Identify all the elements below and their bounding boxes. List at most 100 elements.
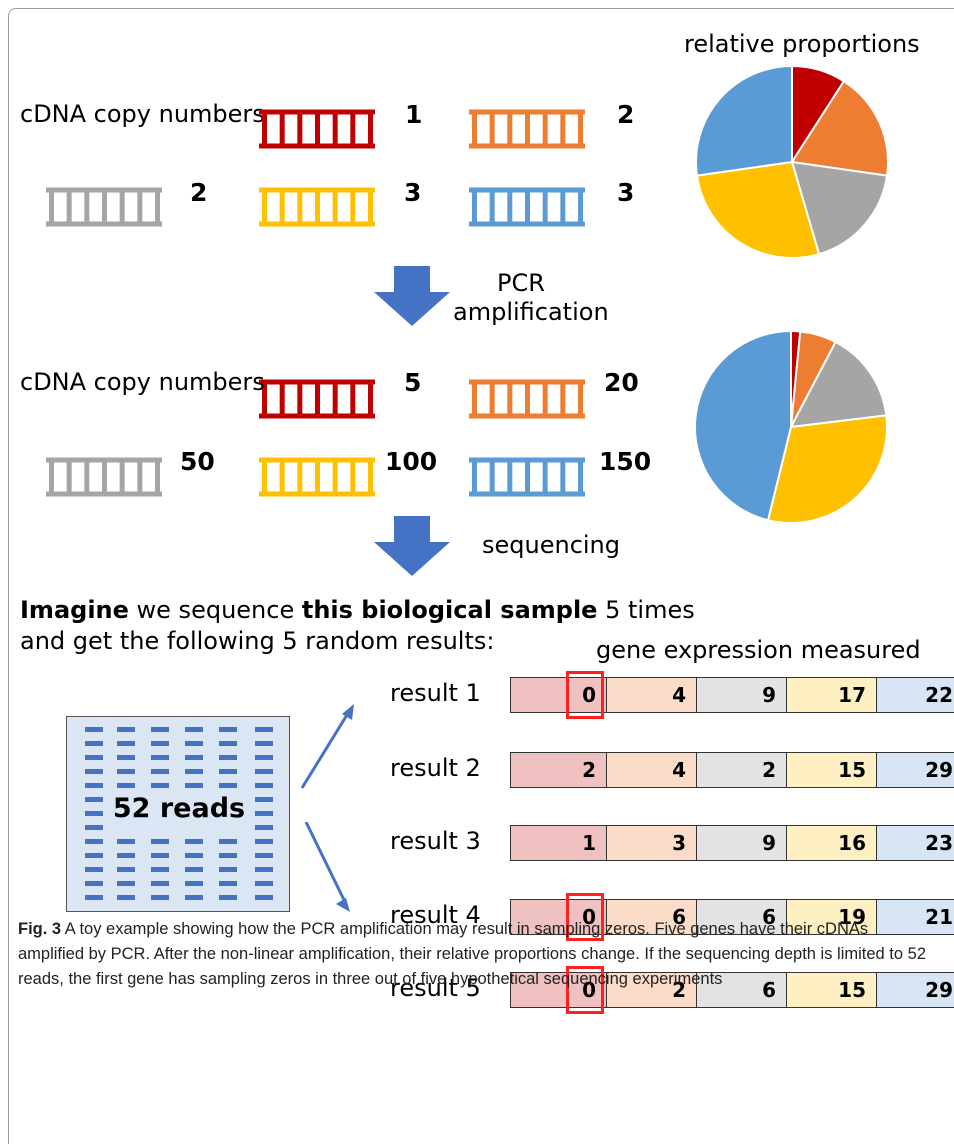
read-dash (151, 727, 169, 732)
sample-bold: this biological sample (301, 596, 598, 624)
result-cell: 4 (607, 753, 697, 787)
read-dash (85, 783, 103, 788)
caption-text: A toy example showing how the PCR amplif… (18, 920, 926, 988)
read-dash (85, 839, 103, 844)
read-dash (117, 727, 135, 732)
cdna-ladder-icon (259, 457, 375, 497)
result-cell: 6 (607, 900, 697, 934)
read-dash (255, 797, 273, 802)
read-dash (185, 769, 203, 774)
imagine-line-1: Imagine we sequence this biological samp… (20, 596, 695, 624)
cdna-ladder-icon (469, 379, 585, 419)
cdna-ladder-icon (469, 109, 585, 149)
amplification-label: amplification (453, 298, 609, 326)
read-dash (185, 741, 203, 746)
read-dash (151, 755, 169, 760)
result-cell: 2 (607, 973, 697, 1007)
zero-highlight-box (566, 671, 604, 719)
pcr-label: PCR (497, 269, 545, 297)
result-label: result 4 (390, 901, 481, 929)
sequencing-label: sequencing (482, 531, 620, 559)
read-dash (151, 867, 169, 872)
read-dash (117, 769, 135, 774)
result-cell: 0 (511, 900, 607, 934)
read-dash (219, 783, 237, 788)
read-dash (255, 853, 273, 858)
read-dash (85, 825, 103, 830)
read-dash (85, 769, 103, 774)
read-dash (151, 741, 169, 746)
cdna-ladder-icon (46, 457, 162, 497)
read-dash (219, 895, 237, 900)
figure-frame (8, 8, 954, 1144)
result-cell: 17 (787, 678, 877, 712)
read-dash (185, 895, 203, 900)
result-cell: 6 (697, 900, 787, 934)
pie-slice (790, 79, 889, 177)
read-dash (255, 769, 273, 774)
read-dash (117, 867, 135, 872)
result-cell: 0 (511, 973, 607, 1007)
cdna-ladder-icon (259, 379, 375, 419)
read-dash (219, 741, 237, 746)
count-top-1: 1 (405, 100, 423, 129)
result-cell: 19 (787, 900, 877, 934)
result-cell: 1 (511, 826, 607, 860)
count-mid-5: 150 (599, 447, 652, 476)
count-mid-4: 100 (385, 447, 438, 476)
read-dash (255, 741, 273, 746)
count-mid-3: 50 (180, 447, 215, 476)
read-dash (219, 769, 237, 774)
result-cell: 29 (877, 753, 954, 787)
read-dash (255, 867, 273, 872)
imagine-text-1: we sequence (128, 596, 302, 624)
read-dash (255, 825, 273, 830)
read-dash (85, 811, 103, 816)
result-cell: 29 (877, 973, 954, 1007)
read-dash (85, 797, 103, 802)
read-dash (219, 881, 237, 886)
result-label: result 2 (390, 754, 481, 782)
result-cell: 23 (877, 826, 954, 860)
cdna-ladder-icon (259, 109, 375, 149)
down-arrow-icon (374, 266, 450, 326)
zero-highlight-box (566, 893, 604, 941)
count-mid-1: 5 (404, 368, 422, 397)
pie-slice (695, 160, 821, 259)
figure-caption: Fig. 3 A toy example showing how the PCR… (18, 917, 938, 992)
read-dash (85, 867, 103, 872)
read-dash (85, 881, 103, 886)
pie-slice (695, 64, 793, 177)
read-dash (151, 853, 169, 858)
read-dash (219, 853, 237, 858)
zero-highlight-box (566, 966, 604, 1014)
read-dash (117, 881, 135, 886)
read-dash (185, 783, 203, 788)
arrow-down-right-icon (304, 822, 350, 912)
read-dash (151, 895, 169, 900)
result-cell: 22 (877, 678, 954, 712)
result-cell: 9 (697, 826, 787, 860)
count-top-2: 2 (617, 100, 635, 129)
result-label: result 3 (390, 827, 481, 855)
count-top-3: 2 (190, 178, 208, 207)
read-dash (255, 755, 273, 760)
read-dash (185, 839, 203, 844)
read-dash (185, 867, 203, 872)
result-cell: 4 (607, 678, 697, 712)
pie-chart-before (695, 64, 889, 259)
read-dash (185, 881, 203, 886)
read-dash (255, 839, 273, 844)
read-dash (151, 839, 169, 844)
read-dash (185, 755, 203, 760)
read-dash (255, 895, 273, 900)
pie-chart-after (694, 329, 888, 524)
read-dash (255, 811, 273, 816)
read-dash (85, 727, 103, 732)
read-dash (85, 755, 103, 760)
read-dash (117, 755, 135, 760)
